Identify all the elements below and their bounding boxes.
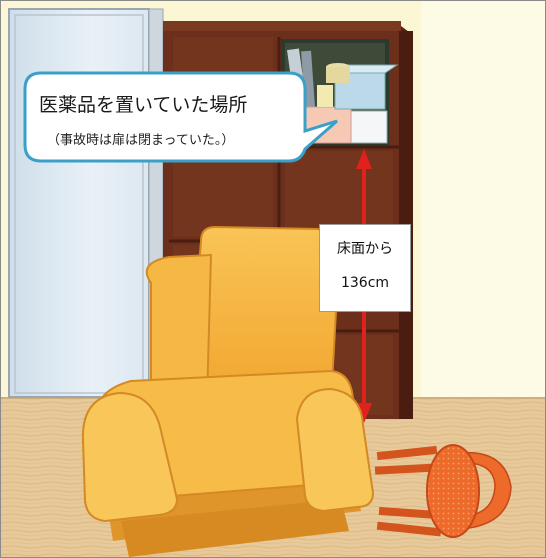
height-label-line1: 床面から [337, 241, 393, 257]
callout-subtitle: （事故時は扉は閉まっていた。） [47, 133, 235, 148]
callout-title: 医薬品を置いていた場所 [39, 94, 248, 116]
wall-light [421, 1, 545, 401]
tipped-stool [374, 444, 512, 538]
callout-bubble [23, 71, 338, 163]
armchair [81, 225, 375, 557]
height-label-box: 床面から 136cm [319, 224, 411, 312]
height-label-value: 136cm [340, 275, 390, 291]
window [8, 8, 150, 398]
